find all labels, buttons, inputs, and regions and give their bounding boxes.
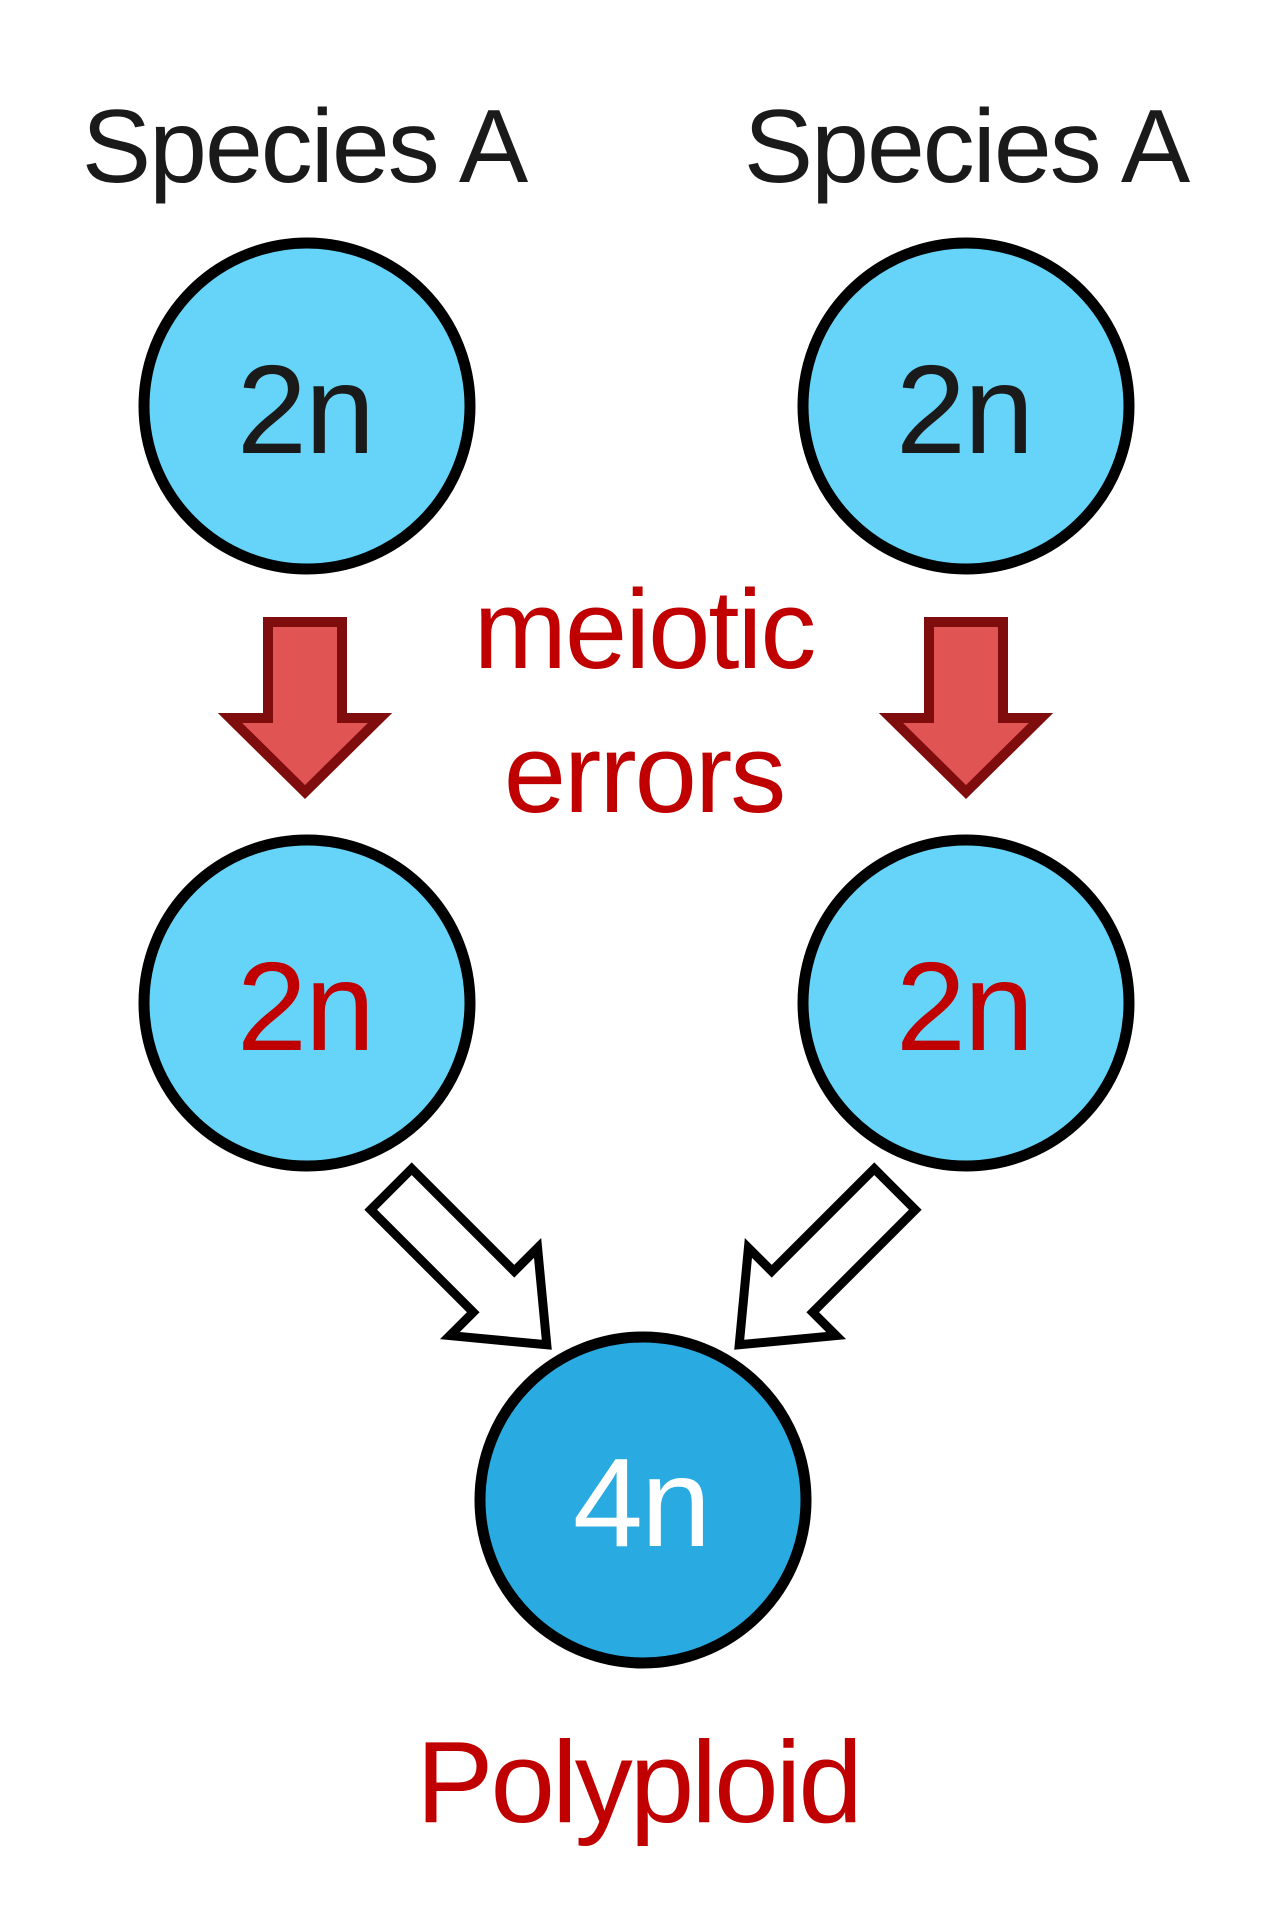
outline-arrow-left	[364, 1162, 552, 1350]
polyploid-cell-ploidy: 4n	[573, 1432, 709, 1573]
parent-cell-right	[797, 237, 1135, 575]
species-a-right-label: Species A	[744, 89, 1191, 205]
red-down-arrow-left	[217, 617, 393, 800]
outline-arrow-right	[734, 1162, 922, 1350]
red-down-arrow-right	[878, 617, 1054, 800]
meiotic-errors-label-line1: meiotic	[474, 567, 815, 692]
gamete-cell-left-ploidy: 2n	[237, 936, 373, 1077]
polyploid-label: Polyploid	[416, 1717, 860, 1847]
gamete-cell-right	[797, 834, 1135, 1172]
parent-cell-right-ploidy: 2n	[896, 339, 1032, 480]
species-a-left-label: Species A	[82, 89, 529, 205]
gamete-cell-left	[138, 834, 476, 1172]
parent-cell-left-ploidy: 2n	[237, 339, 373, 480]
gamete-cell-right-ploidy: 2n	[896, 936, 1032, 1077]
meiotic-errors-label-line2: errors	[504, 711, 784, 836]
polyploid-cell	[474, 1331, 812, 1669]
parent-cell-left	[138, 237, 476, 575]
